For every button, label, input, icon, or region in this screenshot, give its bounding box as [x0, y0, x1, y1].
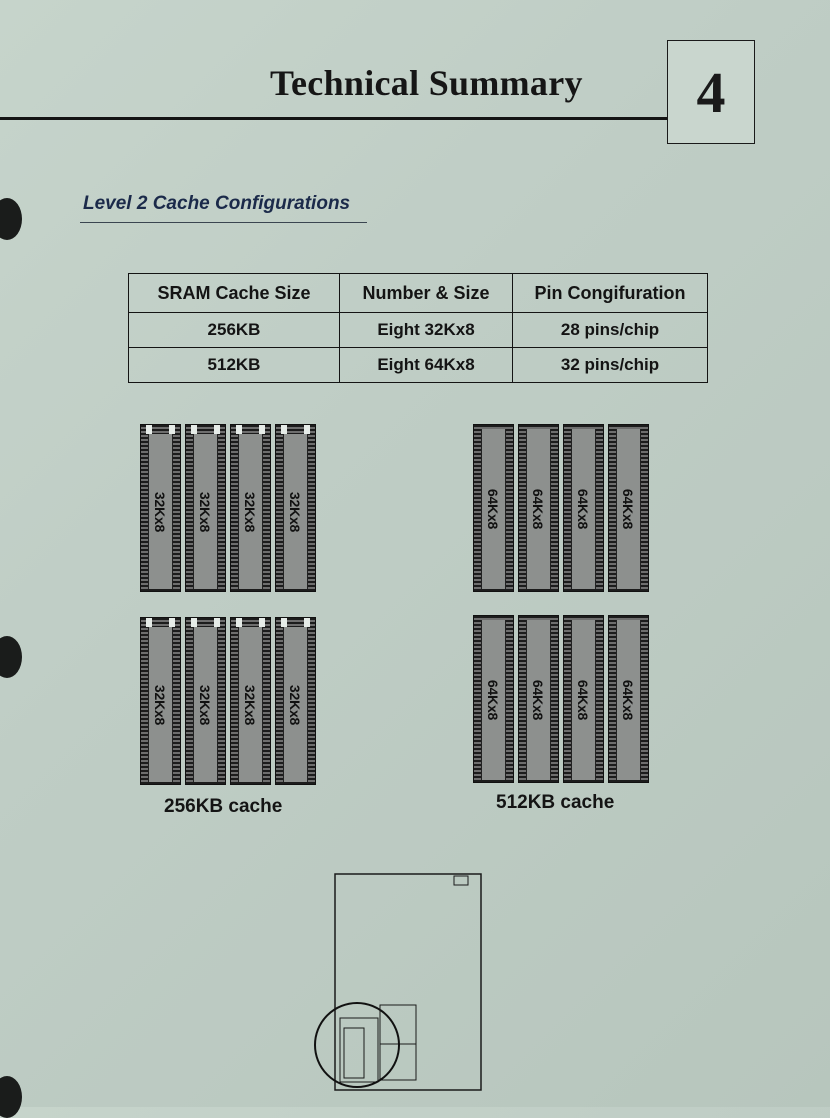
sram-chip: 32Kx8: [185, 617, 226, 785]
cache-caption-256: 256KB cache: [164, 796, 283, 817]
sram-chip: 64Kx8: [563, 615, 604, 783]
chip-label: 32Kx8: [197, 491, 214, 532]
table-header-cell: SRAM Cache Size: [128, 273, 340, 313]
table-cell: Eight 64Kx8: [339, 347, 513, 383]
chip-group-256-top: 32Kx8 32Kx8 32Kx8 32Kx8: [140, 424, 316, 592]
table-cell: Eight 32Kx8: [339, 312, 513, 348]
binder-hole: [0, 1076, 22, 1118]
chapter-number-box: 4: [667, 40, 755, 144]
sram-chip: 32Kx8: [185, 424, 226, 592]
table-cell: 512KB: [128, 347, 340, 383]
table-cell: 32 pins/chip: [512, 347, 708, 383]
sram-chip: 64Kx8: [608, 424, 649, 592]
table-header-row: SRAM Cache Size Number & Size Pin Congif…: [128, 273, 708, 313]
binder-hole: [0, 636, 22, 678]
chapter-number: 4: [696, 59, 726, 125]
chip-label: 32Kx8: [242, 684, 259, 725]
chip-group-256-bottom: 32Kx8 32Kx8 32Kx8 32Kx8: [140, 617, 316, 785]
chip-label: 64Kx8: [485, 488, 502, 530]
binder-hole: [0, 198, 22, 240]
sram-chip: 32Kx8: [230, 424, 271, 592]
chip-label: 64Kx8: [620, 679, 637, 721]
table-cell: 28 pins/chip: [512, 312, 708, 348]
header-rule: [0, 117, 667, 120]
cache-config-table: SRAM Cache Size Number & Size Pin Congif…: [128, 273, 708, 383]
cache-caption-512: 512KB cache: [496, 792, 615, 813]
sram-chip: 64Kx8: [518, 424, 559, 592]
page-title: Technical Summary: [270, 63, 583, 103]
chip-label: 32Kx8: [197, 684, 214, 725]
chip-label: 64Kx8: [575, 679, 592, 721]
sram-chip: 64Kx8: [473, 424, 514, 592]
table-cell: 256KB: [128, 312, 340, 348]
table-row: 512KB Eight 64Kx8 32 pins/chip: [128, 347, 708, 383]
sram-chip: 32Kx8: [230, 617, 271, 785]
sram-chip: 32Kx8: [140, 424, 181, 592]
sram-chip: 32Kx8: [275, 424, 316, 592]
sram-chip: 32Kx8: [275, 617, 316, 785]
chip-label: 32Kx8: [287, 491, 304, 532]
chip-label: 32Kx8: [152, 491, 169, 532]
sram-chip: 64Kx8: [608, 615, 649, 783]
chip-label: 64Kx8: [530, 679, 547, 721]
sram-chip: 32Kx8: [140, 617, 181, 785]
chip-label: 64Kx8: [485, 679, 502, 721]
section-heading: Level 2 Cache Configurations: [83, 193, 351, 214]
chip-label: 64Kx8: [530, 488, 547, 530]
table-row: 256KB Eight 32Kx8 28 pins/chip: [128, 312, 708, 348]
sram-chip: 64Kx8: [518, 615, 559, 783]
section-heading-underline: [80, 222, 367, 223]
chip-group-512-top: 64Kx8 64Kx8 64Kx8 64Kx8: [473, 424, 649, 592]
chip-group-512-bottom: 64Kx8 64Kx8 64Kx8 64Kx8: [473, 615, 649, 783]
chip-label: 32Kx8: [287, 684, 304, 725]
chip-label: 32Kx8: [242, 491, 259, 532]
table-header-cell: Pin Congifuration: [512, 273, 708, 313]
sram-chip: 64Kx8: [563, 424, 604, 592]
table-header-cell: Number & Size: [339, 273, 513, 313]
chip-label: 64Kx8: [620, 488, 637, 530]
motherboard-diagram: [314, 873, 482, 1091]
chip-label: 64Kx8: [575, 488, 592, 530]
sram-chip: 64Kx8: [473, 615, 514, 783]
chip-label: 32Kx8: [152, 684, 169, 725]
